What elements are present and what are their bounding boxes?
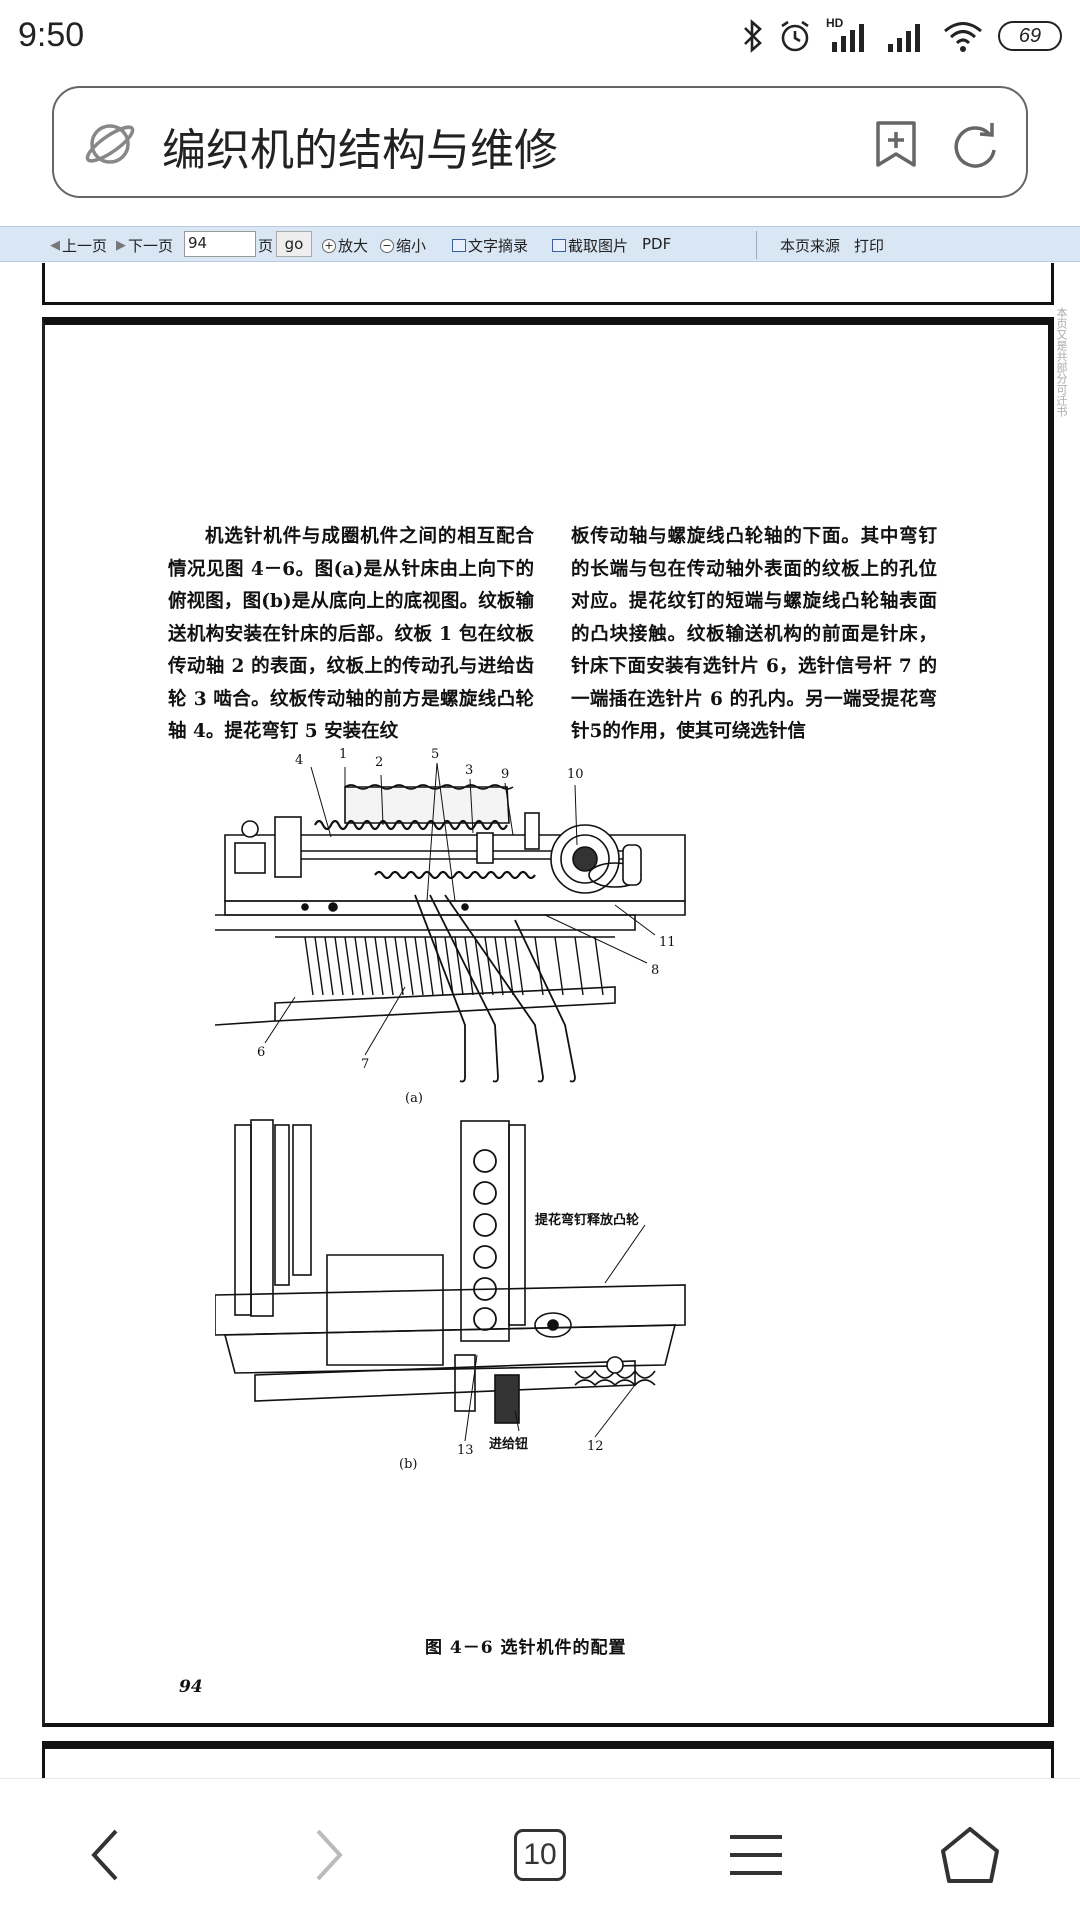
- next-page-edge: [42, 1741, 1054, 1778]
- figure-label: (a): [405, 1091, 423, 1106]
- figure-4-6: 4 1 2 5 3 9 10 11 8 6 7 (a) 提花弯钉释放凸轮 13 …: [210, 725, 875, 1625]
- figure-label: (b): [399, 1457, 418, 1472]
- bluetooth-icon: [744, 19, 762, 53]
- paragraph: 板传动轴与螺旋线凸轮轴的下面。其中弯钉的长端与包在传动轴外表面的纹板上的孔位对应…: [571, 526, 937, 742]
- prev-page-button[interactable]: ◀ 上一页: [50, 237, 108, 255]
- planet-icon: [85, 124, 135, 164]
- home-button[interactable]: [930, 1815, 1010, 1895]
- page-source-link[interactable]: 本页来源: [780, 237, 841, 255]
- figure-a-drawing: [210, 762, 686, 1083]
- figure-drawing: [210, 762, 686, 1442]
- page-unit-label: 页: [258, 237, 274, 255]
- figure-label: 1: [339, 747, 348, 762]
- paragraph: 机选针机件与成圈机件之间的相互配合情况见图 4－6。图(a)是从针床由上向下的俯…: [168, 526, 534, 742]
- page-title: 编织机的结构与维修: [162, 125, 558, 176]
- page-number-input[interactable]: 94: [184, 231, 256, 257]
- text-extract-icon: [452, 239, 466, 252]
- zoom-out-button[interactable]: − 缩小: [380, 235, 426, 256]
- wifi-icon: [944, 22, 982, 52]
- signal-icon: HD: [826, 16, 872, 54]
- go-button[interactable]: go: [276, 231, 312, 257]
- zoom-in-icon: +: [322, 238, 336, 253]
- document-viewer[interactable]: 本页又是共部分可迁书 机选针机件与成圈机件之间的相互配合情况见图 4－6。图(a…: [0, 263, 1080, 1778]
- pdf-button[interactable]: PDF: [642, 235, 672, 253]
- figure-label: 10: [567, 767, 584, 782]
- zoom-out-icon: −: [380, 238, 394, 253]
- forward-button[interactable]: [288, 1815, 368, 1895]
- text-column-left: 机选针机件与成圈机件之间的相互配合情况见图 4－6。图(a)是从针床由上向下的俯…: [168, 521, 534, 749]
- bottom-navigation: 10: [0, 1778, 1080, 1920]
- triangle-left-icon: ◀: [50, 238, 60, 253]
- battery-icon: 69: [998, 21, 1062, 51]
- zoom-in-button[interactable]: + 放大: [322, 235, 368, 256]
- figure-label: 2: [375, 755, 384, 770]
- print-button[interactable]: 打印: [854, 237, 885, 255]
- figure-label: 8: [651, 963, 660, 978]
- refresh-icon[interactable]: [950, 120, 1000, 170]
- toolbar-divider: [756, 231, 757, 259]
- back-button[interactable]: [66, 1815, 146, 1895]
- previous-page-edge: [42, 263, 1054, 305]
- figure-label: 3: [465, 763, 474, 778]
- menu-icon: [730, 1835, 782, 1875]
- figure-label: 4: [295, 753, 304, 768]
- forward-icon: [316, 1829, 343, 1881]
- menu-button[interactable]: [716, 1815, 796, 1895]
- figure-label: 9: [501, 767, 510, 782]
- home-icon: [941, 1827, 999, 1883]
- network-badge: HD: [826, 16, 844, 30]
- side-margin-text: 本页又是共部分可迁书: [1055, 307, 1068, 417]
- status-icons: HD 69: [742, 14, 1062, 58]
- alarm-icon: [781, 20, 809, 52]
- bookmark-add-icon[interactable]: [874, 120, 918, 168]
- text-extract-button[interactable]: 文字摘录: [452, 235, 528, 256]
- document-page: 机选针机件与成圈机件之间的相互配合情况见图 4－6。图(a)是从针床由上向下的俯…: [42, 317, 1054, 1727]
- signal-icon: [888, 24, 920, 52]
- figure-b-drawing: [214, 1119, 686, 1442]
- next-page-button[interactable]: ▶ 下一页: [116, 237, 174, 255]
- text-column-right: 板传动轴与螺旋线凸轮轴的下面。其中弯钉的长端与包在传动轴外表面的纹板上的孔位对应…: [571, 521, 937, 749]
- figure-caption: 图 4－6 选针机件的配置: [425, 1638, 627, 1658]
- tabs-button[interactable]: 10: [500, 1815, 580, 1895]
- tabs-icon: 10: [514, 1829, 566, 1881]
- figure-label: 提花弯钉释放凸轮: [535, 1213, 640, 1228]
- figure-label: 13: [457, 1443, 474, 1458]
- figure-label: 12: [587, 1439, 604, 1454]
- figure-label: 5: [431, 747, 440, 762]
- figure-label: 7: [361, 1057, 370, 1072]
- capture-image-icon: [552, 239, 566, 252]
- reader-toolbar: ◀ 上一页 ▶ 下一页 94 页 go + 放大 − 缩小 文字摘录 截取图片 …: [0, 226, 1080, 262]
- back-icon: [91, 1829, 118, 1881]
- figure-label: 6: [257, 1045, 266, 1060]
- capture-image-button[interactable]: 截取图片: [552, 235, 628, 256]
- status-time: 9:50: [18, 16, 85, 54]
- page-number: 94: [179, 1677, 203, 1697]
- status-bar: 9:50 HD: [0, 0, 1080, 72]
- figure-label: 进给钮: [489, 1437, 529, 1452]
- figure-label: 11: [659, 935, 676, 950]
- address-bar[interactable]: 编织机的结构与维修: [52, 86, 1028, 198]
- triangle-right-icon: ▶: [116, 238, 126, 253]
